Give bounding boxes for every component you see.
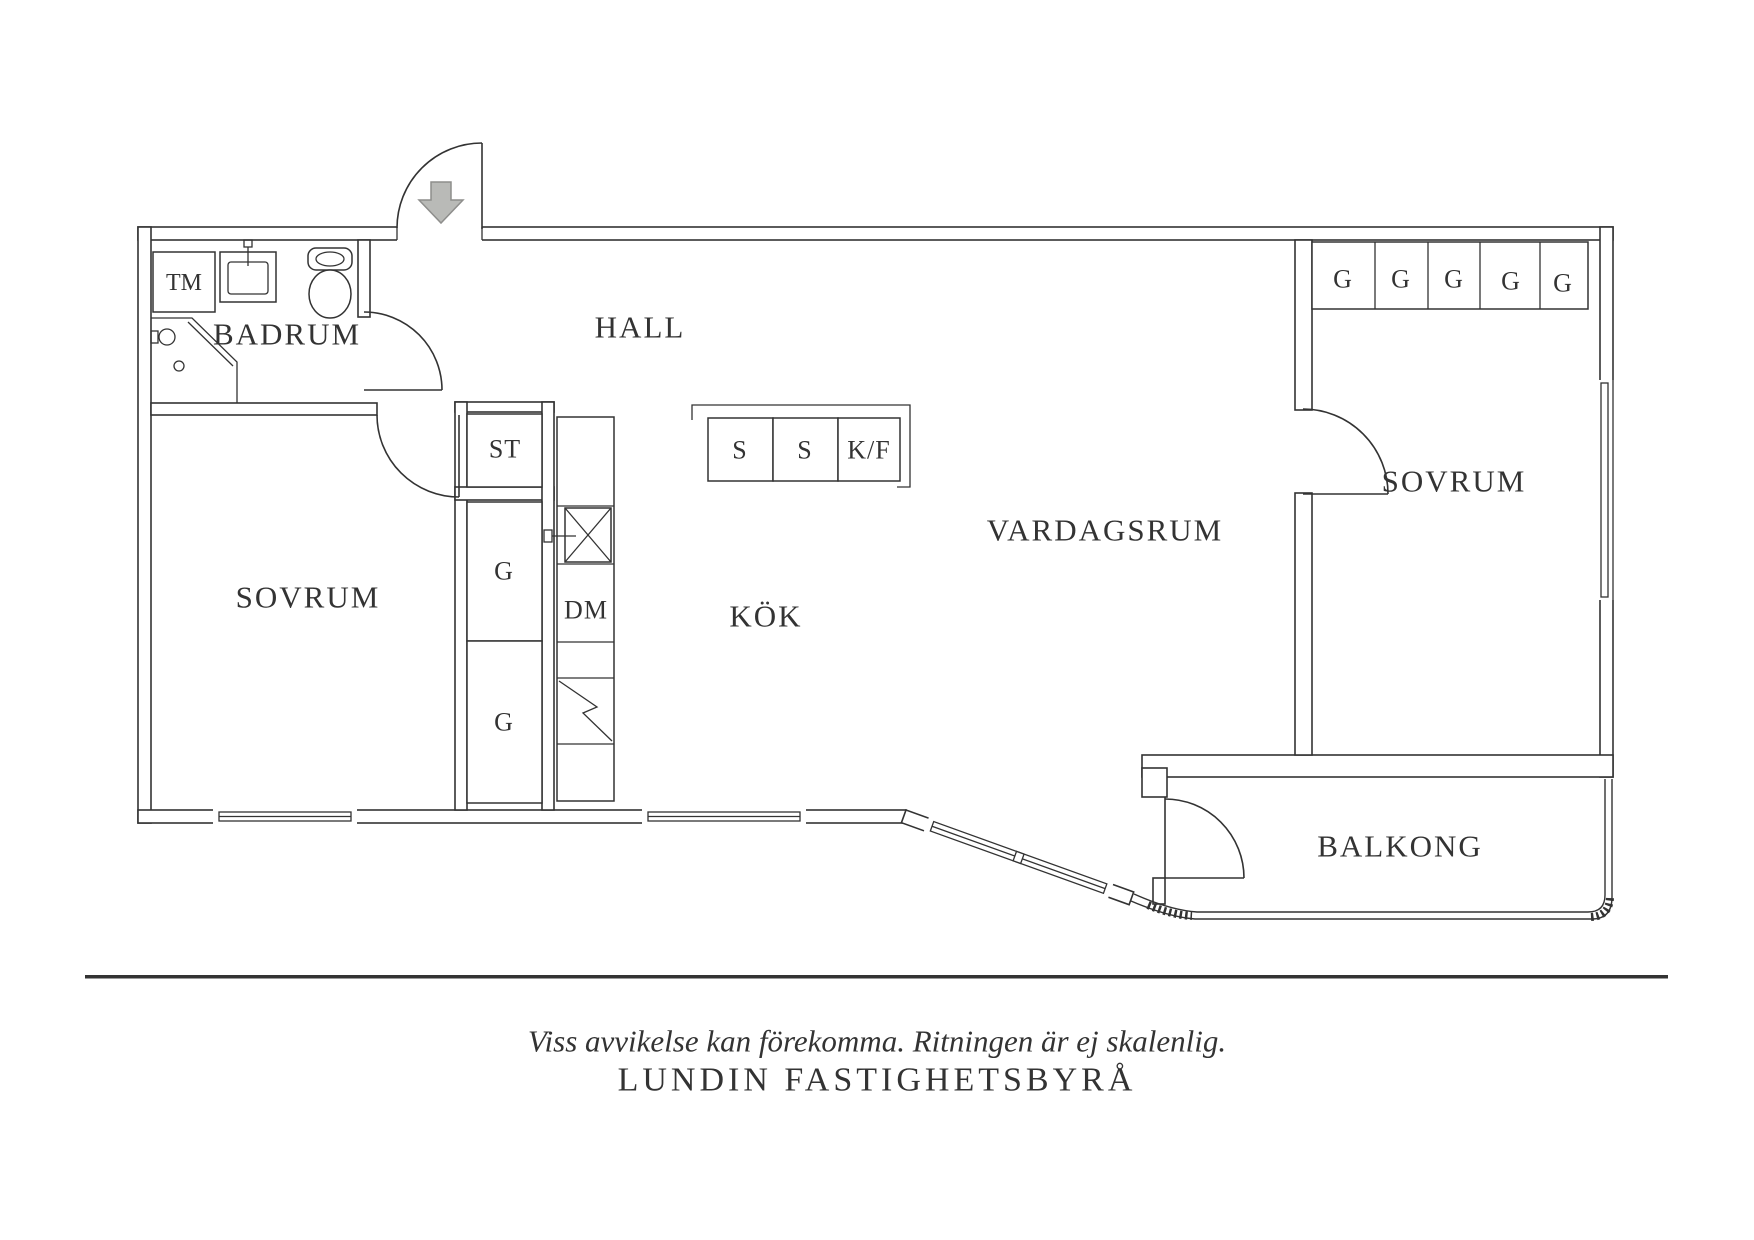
bedroom-left-door-swing-arc (376, 414, 460, 498)
entrance-door (396, 142, 483, 229)
window-mullion (1012, 850, 1025, 865)
shower-drain (173, 360, 185, 372)
label-kok: KÖK (729, 599, 802, 634)
label-wardrobe-g-3: G (1444, 265, 1464, 294)
railing-corner-hatch-left (1146, 901, 1193, 920)
label-kf: K/F (847, 436, 890, 465)
window-diagonal (923, 815, 1115, 900)
kitchen-sink (543, 507, 612, 563)
wardrobe-lower (466, 640, 543, 804)
label-g-lower: G (494, 708, 514, 737)
cleaning-closet-st (466, 413, 543, 488)
wardrobe-upper (466, 501, 543, 642)
footer: Viss avvikelse kan förekomma. Ritningen … (85, 975, 1668, 1099)
label-wardrobe-g-1: G (1333, 265, 1353, 294)
room-labels: BADRUM HALL SOVRUM SOVRUM VARDAGSRUM KÖK… (213, 310, 1527, 864)
kitchen-column (543, 416, 615, 802)
bedroom-right-wardrobe-row (1311, 241, 1589, 310)
label-vardagsrum: VARDAGSRUM (987, 513, 1224, 548)
badrum-door (363, 311, 443, 391)
balcony-door-stub-wall (1152, 877, 1166, 905)
label-wardrobe-g-4: G (1501, 267, 1521, 296)
kitchen-cabinet-row (691, 404, 911, 488)
wall-top (137, 226, 1614, 241)
footer-disclaimer: Viss avvikelse kan förekomma. Ritningen … (528, 1024, 1226, 1059)
wall-sovrum-right-lower (1294, 492, 1313, 756)
balcony-door (1152, 797, 1245, 905)
entrance-arrow-icon (417, 181, 465, 225)
wall-closet-east (541, 401, 555, 811)
sink-tap (243, 239, 253, 248)
fixture-labels: TM ST G G DM S S K/F G G G G G (166, 265, 1573, 737)
label-badrum: BADRUM (213, 317, 361, 352)
wall-bottom-right (1141, 754, 1614, 778)
entrance-door-swing-arc (396, 142, 483, 229)
entrance (396, 142, 483, 242)
wall-left (137, 226, 152, 824)
footer-company: LUNDIN FASTIGHETSBYRÅ (618, 1062, 1137, 1099)
label-sovrum-left: SOVRUM (236, 580, 381, 615)
label-s2: S (797, 436, 812, 465)
wall-bedroom-east (454, 401, 468, 811)
label-g-upper: G (494, 557, 514, 586)
label-wardrobe-g-2: G (1391, 265, 1411, 294)
shower (150, 317, 238, 403)
washing-machine (152, 251, 216, 313)
window-kitchen (642, 808, 806, 825)
label-st: ST (489, 435, 521, 464)
label-dm: DM (564, 596, 608, 625)
windows (213, 380, 1615, 825)
cabinet-kf (837, 417, 901, 482)
window-bedroom-left (213, 808, 357, 825)
toilet (307, 247, 353, 319)
bathroom-sink (219, 239, 277, 303)
label-balkong: BALKONG (1317, 829, 1483, 864)
window-bedroom-right (1598, 380, 1615, 600)
balcony-door-swing-arc (1164, 798, 1245, 879)
badrum-door-swing-arc (363, 311, 443, 391)
hall-closets (466, 413, 543, 804)
wall-badrum-bottom (150, 402, 378, 416)
wall-balcony-door-pillar (1141, 767, 1168, 798)
wall-badrum-right (357, 239, 371, 318)
label-wardrobe-g-5: G (1553, 269, 1573, 298)
wall-diagonal (900, 808, 1135, 906)
toilet-bowl (308, 269, 352, 319)
bedroom-right-door-swing-arc (1302, 408, 1389, 495)
footer-divider (85, 975, 1668, 979)
wall-st-top (454, 401, 555, 413)
stove-symbol (558, 680, 613, 742)
label-sovrum-right: SOVRUM (1382, 464, 1527, 499)
label-s1: S (732, 436, 747, 465)
shower-head (150, 330, 159, 344)
bathroom-fixtures (150, 239, 353, 403)
label-tm: TM (166, 270, 202, 296)
balcony-railing (1130, 779, 1614, 921)
wall-sovrum-right-upper (1294, 239, 1313, 411)
entrance-opening (397, 225, 482, 242)
counter-outline (691, 404, 911, 488)
label-hall: HALL (595, 310, 686, 345)
doors (363, 311, 1389, 905)
wall-under-st (454, 486, 555, 501)
bedroom-left-door (376, 414, 460, 498)
bedroom-right-door (1302, 408, 1389, 495)
cabinet-s1 (707, 417, 774, 482)
